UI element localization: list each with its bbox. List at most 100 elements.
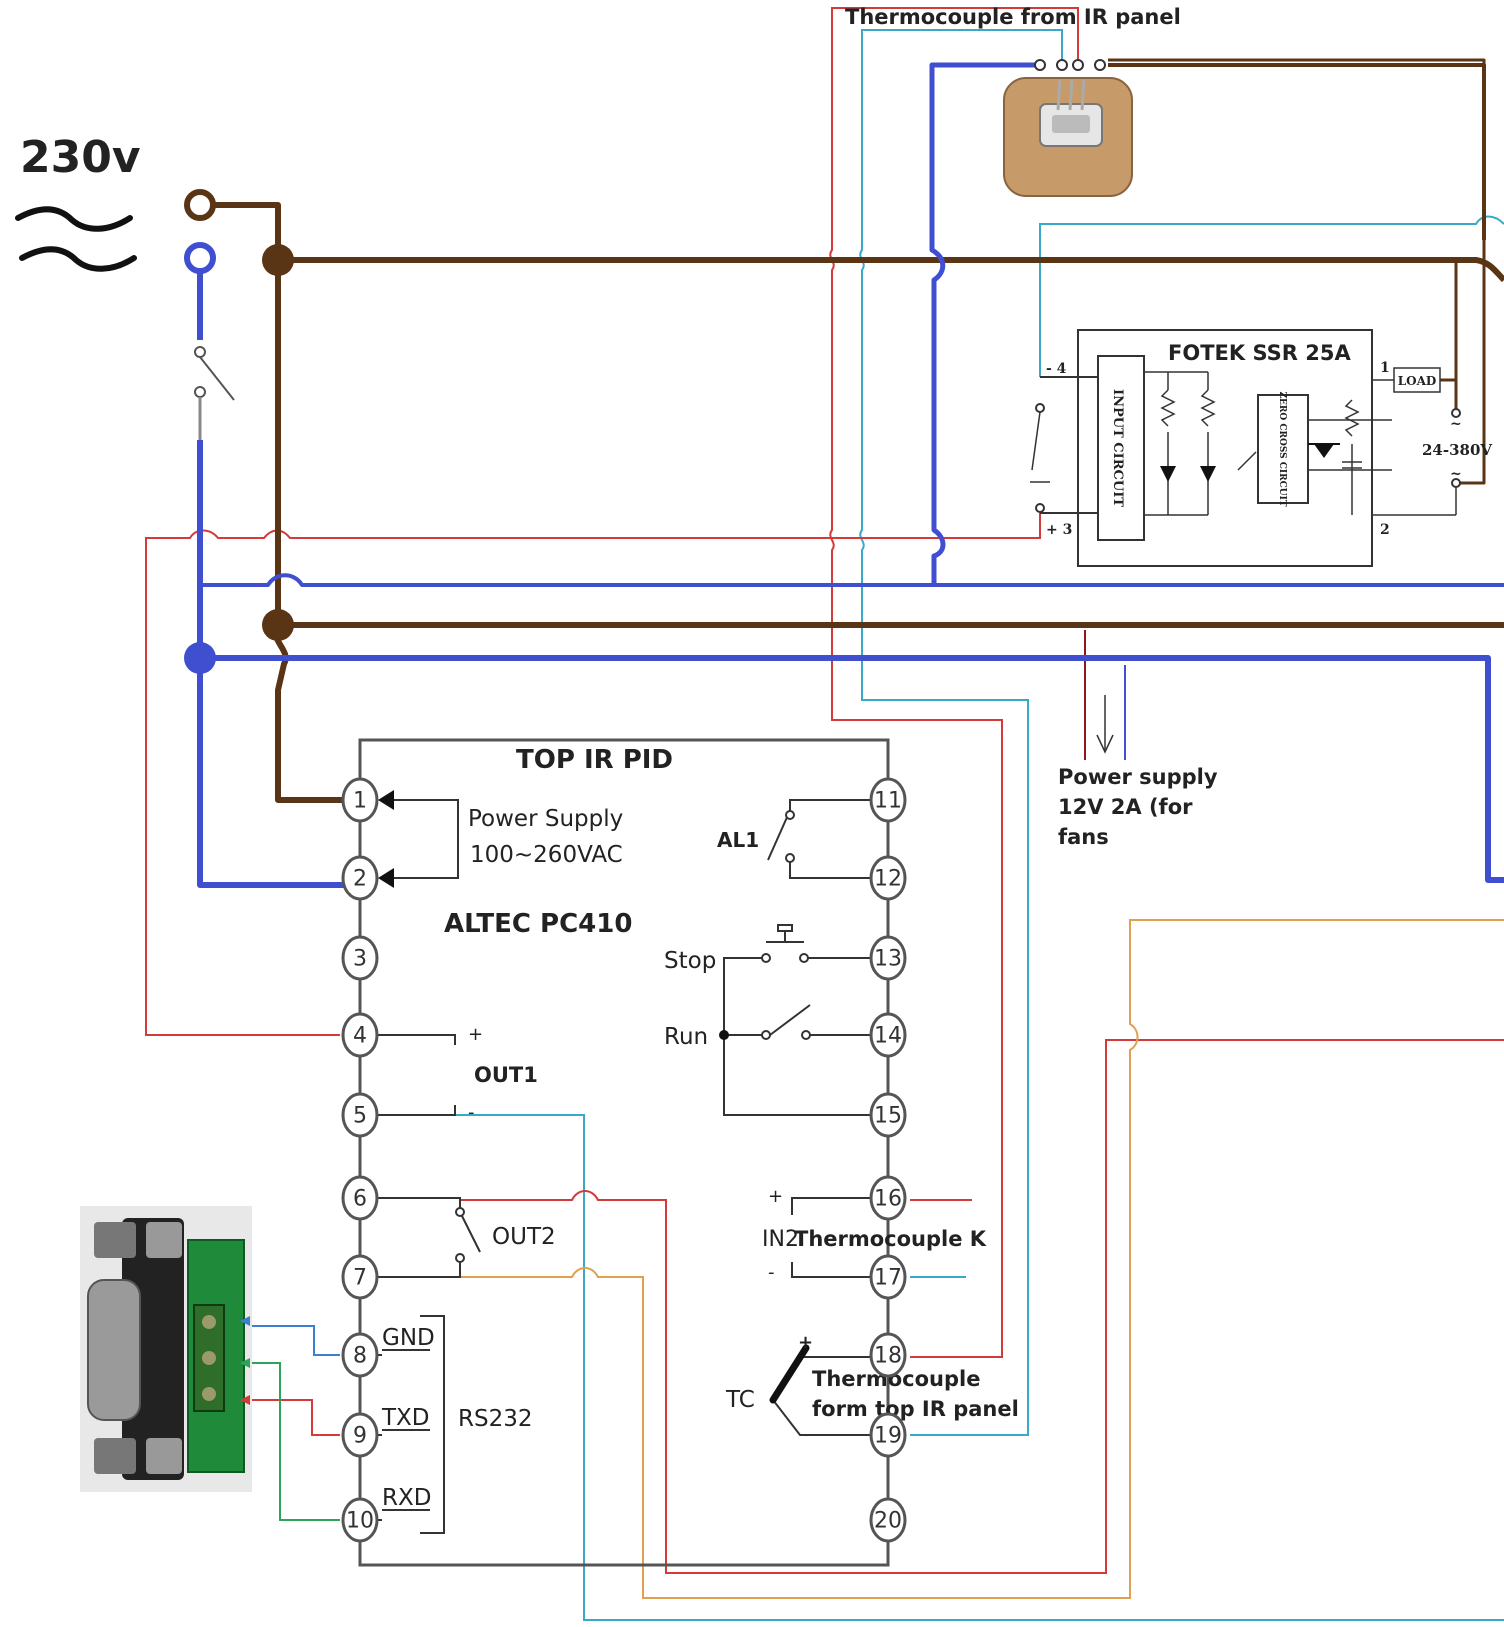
red-wire-ssr-to-out1 <box>145 513 1041 1036</box>
ssr-load: LOAD <box>1398 374 1437 388</box>
pid-pin-label-11: 11 <box>874 789 902 814</box>
pid-pin-label-1: 1 <box>353 789 367 814</box>
pid-pin-label-4: 4 <box>353 1024 367 1049</box>
green-wire-rxd <box>240 1362 340 1521</box>
pid-pin-label-14: 14 <box>874 1024 902 1049</box>
thin-wires <box>145 7 1504 1621</box>
pid-rxd: RXD <box>382 1485 431 1511</box>
pid-pin-label-3: 3 <box>353 947 367 972</box>
pid-pin-label-8: 8 <box>353 1344 367 1369</box>
live-wire-ssr-load <box>1440 260 1458 382</box>
ssr-pin-ac2: ~ <box>1450 466 1462 482</box>
ssr-pin-1: 1 <box>1380 360 1390 376</box>
orange-wire-out2 <box>460 919 1504 1599</box>
neutral-wire-bus1 <box>200 573 1504 587</box>
pid-pin-left-7 <box>341 1254 379 1300</box>
pid-thermocouple-k: Thermocouple K <box>794 1227 987 1251</box>
ssr-input-circuit: INPUT CIRCUIT <box>1110 389 1125 507</box>
pid-pin-right-19 <box>869 1412 907 1458</box>
pid-pin-right-12 <box>869 855 907 901</box>
pid-rs232: RS232 <box>458 1406 532 1432</box>
tc-probe-icon <box>769 1344 870 1436</box>
live-wire-vertical <box>272 260 345 803</box>
pid-pin-left-1 <box>341 777 379 823</box>
pid-pin-label-7: 7 <box>353 1266 367 1291</box>
live-junction-top <box>262 244 294 276</box>
out1-terminals <box>360 1034 456 1116</box>
arrow-pin1-icon <box>378 790 394 810</box>
run-junction <box>719 1030 729 1040</box>
live-wire-ssr-ac <box>1108 58 1486 485</box>
ssr-title: FOTEK SSR 25A <box>1168 341 1351 365</box>
pid-pin-label-16: 16 <box>874 1187 902 1212</box>
pid-power-supply-line2: 100~260VAC <box>470 842 623 868</box>
neutral-wire-bus2 <box>200 655 1504 883</box>
pid-pin-label-6: 6 <box>353 1187 367 1212</box>
voltage-label: 230v <box>20 132 141 183</box>
pid-title: TOP IR PID <box>516 745 673 775</box>
pid-al1: AL1 <box>717 828 759 852</box>
pid-pin-label-13: 13 <box>874 947 902 972</box>
neutral-wire-after-switch <box>197 440 345 888</box>
pid-pin-left-2 <box>341 855 379 901</box>
pid-pin-label-5: 5 <box>353 1104 367 1129</box>
pid-run: Run <box>664 1024 708 1050</box>
blue-wire-gnd <box>240 1325 340 1356</box>
pid-pin-label-12: 12 <box>874 867 902 892</box>
ssr-pin-ac1: ~ <box>1450 416 1462 432</box>
pid-pin-left-4 <box>341 1012 379 1058</box>
live-wire-main <box>204 202 1504 283</box>
in2-terminals <box>791 1197 870 1278</box>
pid-in2-minus: - <box>768 1262 775 1283</box>
ssr-zero-cross: ZERO CROSS CIRCUIT <box>1277 391 1287 506</box>
live-wire-top-right <box>1108 63 1486 240</box>
power-supply-line3: fans <box>1058 825 1109 849</box>
pid-out1-minus: - <box>468 1102 475 1123</box>
pid-pins-left: 1 2 3 4 5 6 7 8 9 10 <box>341 777 379 1543</box>
pid-gnd: GND <box>382 1325 435 1351</box>
rs232-wires <box>240 1325 340 1521</box>
out2-contacts <box>455 1207 465 1263</box>
ssr-voltage-range: 24-380V <box>1422 441 1492 459</box>
ssr-pin-2: 2 <box>1380 522 1390 538</box>
pid-model: ALTEC PC410 <box>444 909 632 939</box>
pid-pin-label-17: 17 <box>874 1266 902 1291</box>
al1-contacts <box>785 810 795 863</box>
pid-pin-label-19: 19 <box>874 1424 902 1449</box>
red-wire-out2 <box>460 1039 1504 1574</box>
pid-stop: Stop <box>664 948 716 974</box>
pid-pin-label-10: 10 <box>346 1509 374 1534</box>
pid-power-supply-line1: Power Supply <box>468 806 623 832</box>
cyan-wire-ir-to-pin19 <box>859 29 1063 1436</box>
ir-panel <box>1003 77 1133 197</box>
pid-pin-label-9: 9 <box>353 1424 367 1449</box>
pid-pin-label-2: 2 <box>353 867 367 892</box>
mains-switch[interactable] <box>194 346 235 440</box>
pid-pins-right: 11 12 13 14 15 16 17 18 19 20 <box>869 777 907 1543</box>
red-wire-ir-to-pin18 <box>829 7 1079 1358</box>
ac-wave-icon <box>15 206 137 272</box>
pid-tc: TC <box>725 1387 755 1413</box>
arrow-pin2-icon <box>378 868 394 888</box>
neutral-terminal <box>184 242 216 274</box>
pid-pin-right-18 <box>869 1332 907 1378</box>
down-arrow-icon <box>1096 695 1114 754</box>
al1-relay <box>767 799 870 879</box>
pid-pin-label-18: 18 <box>874 1344 902 1369</box>
pid-tc-plus: + <box>798 1332 813 1353</box>
neutral-wire-ir-panel <box>929 62 1040 585</box>
pid-pin-label-15: 15 <box>874 1104 902 1129</box>
neutral-junction <box>184 642 216 674</box>
power-supply-line1: Power supply <box>1058 765 1218 789</box>
pid-out2: OUT2 <box>492 1224 556 1250</box>
pid-out1-plus: + <box>468 1024 483 1045</box>
power-wires <box>197 58 1504 888</box>
pid-pin-left-10 <box>341 1497 379 1543</box>
pid-pin-left-8 <box>341 1332 379 1378</box>
pid-pin-label-20: 20 <box>874 1509 902 1534</box>
pid-pin-right-20 <box>869 1497 907 1543</box>
ssr-pin-minus4: - 4 <box>1046 361 1067 377</box>
stop-run-contacts <box>761 953 811 1040</box>
pid-pin-left-5 <box>341 1092 379 1138</box>
